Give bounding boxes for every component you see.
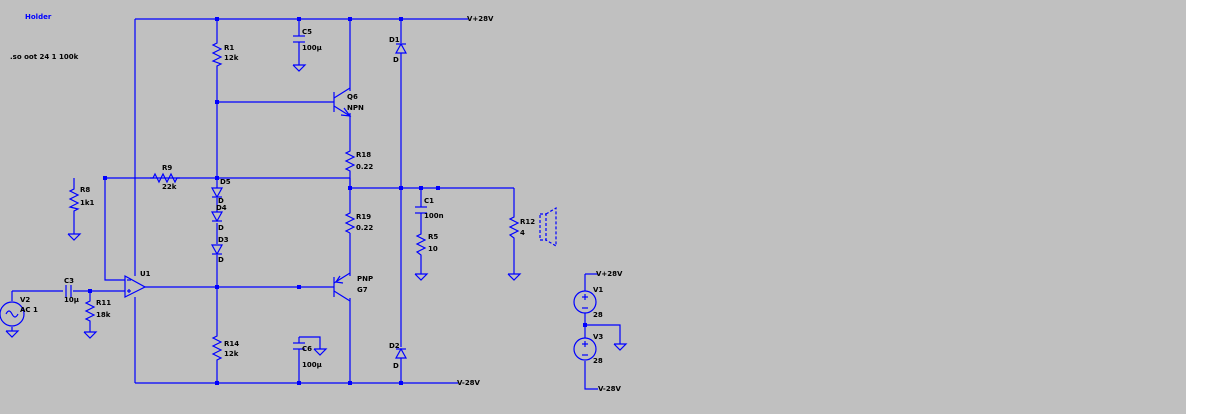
transistor-g7-pnp[interactable]: PNP G7 [333, 272, 373, 302]
v1-ref: V1 [593, 286, 603, 294]
r8-value: 1k1 [80, 199, 95, 207]
r18-value: 0.22 [356, 163, 373, 171]
r14-ref: R14 [224, 340, 239, 348]
r12-value: 4 [520, 229, 525, 237]
net-label-v-pos-source: V+28V [596, 270, 623, 278]
r14-value: 12k [224, 350, 239, 358]
r19-value: 0.22 [356, 224, 373, 232]
resistor-r19[interactable]: R19 0.22 [344, 210, 373, 234]
r18-ref: R18 [356, 151, 371, 159]
ground-icon [67, 233, 82, 241]
g7-ref: G7 [357, 286, 368, 294]
junctions [88, 17, 587, 385]
d5-value: D [218, 197, 224, 205]
ground-icon [313, 348, 328, 356]
voltage-source-v3[interactable]: V3 28 [573, 333, 603, 365]
net-label-v-neg-bottom: V-28V [457, 379, 481, 387]
c6-ref: C6 [302, 345, 312, 353]
r9-value: 22k [162, 183, 177, 191]
schematic-title: Holder [25, 13, 52, 21]
r5-ref: R5 [428, 233, 438, 241]
capacitor-c3[interactable]: C3 10µ [64, 277, 79, 304]
ground-symbols [5, 64, 628, 356]
voltage-source-v2[interactable]: V2 AC 1 [0, 296, 38, 327]
net-label-v-pos-top: V+28V [467, 15, 494, 23]
c3-value: 10µ [64, 296, 79, 304]
d3-ref: D3 [218, 236, 229, 244]
d1-ref: D1 [389, 36, 400, 44]
r8-ref: R8 [80, 186, 90, 194]
c1-value: 100n [424, 212, 444, 220]
resistor-r11[interactable]: R11 18k [84, 298, 111, 322]
d4-value: D [218, 224, 224, 232]
d1-value: D [393, 56, 399, 64]
diode-d1[interactable]: D1 D [389, 36, 408, 64]
v2-value: AC 1 [20, 306, 38, 314]
resistor-r12[interactable]: R12 4 [508, 214, 535, 240]
resistor-r1[interactable]: R1 12k [211, 40, 239, 68]
ground-icon [613, 343, 628, 351]
white-right-edge [1186, 0, 1222, 414]
c5-value: 100µ [302, 44, 322, 52]
ground-icon [83, 331, 98, 339]
resistor-r14[interactable]: R14 12k [211, 333, 239, 362]
opamp-u1[interactable]: U1 [124, 270, 151, 298]
d3-value: D [218, 256, 224, 264]
ground-icon [5, 330, 20, 338]
r5-value: 10 [428, 245, 438, 253]
resistor-r9[interactable]: R9 22k [150, 164, 180, 191]
resistor-r5[interactable]: R5 10 [415, 231, 438, 257]
g7-value: PNP [357, 275, 373, 283]
r1-value: 12k [224, 54, 239, 62]
speaker-symbol [539, 206, 557, 248]
r12-ref: R12 [520, 218, 535, 226]
capacitor-c5[interactable]: C5 100µ [293, 28, 322, 52]
voltage-source-v1[interactable]: V1 28 [573, 286, 603, 319]
transistor-q6-npn[interactable]: Q6 NPN [333, 87, 364, 117]
ground-icon [292, 64, 307, 72]
diode-d2[interactable]: D2 D [389, 342, 408, 370]
c6-value: 100µ [302, 361, 322, 369]
capacitor-c1[interactable]: C1 100n [415, 197, 444, 220]
d5-ref: D5 [220, 178, 231, 186]
q6-value: NPN [347, 104, 364, 112]
c3-ref: C3 [64, 277, 74, 285]
r11-value: 18k [96, 311, 111, 319]
q6-ref: Q6 [347, 93, 358, 101]
u1-ref: U1 [140, 270, 151, 278]
diode-d5[interactable]: D5 [210, 178, 231, 199]
ground-icon [414, 273, 429, 281]
resistor-r8[interactable]: R8 1k1 [68, 186, 95, 212]
net-label-v-neg-source: V-28V [598, 385, 622, 393]
wires [11, 18, 621, 390]
d2-value: D [393, 362, 399, 370]
capacitor-c6[interactable]: C6 100µ [293, 342, 322, 369]
diode-d3[interactable]: D3 D [210, 236, 229, 264]
v3-value: 28 [593, 357, 603, 365]
spice-directive: .so oot 24 1 100k [10, 53, 79, 61]
r1-ref: R1 [224, 44, 234, 52]
r19-ref: R19 [356, 213, 371, 221]
diode-d4[interactable]: D4 D [210, 204, 227, 232]
r9-ref: R9 [162, 164, 172, 172]
d2-ref: D2 [389, 342, 400, 350]
ground-icon [507, 273, 522, 281]
c5-ref: C5 [302, 28, 312, 36]
v1-value: 28 [593, 311, 603, 319]
resistor-r18[interactable]: R18 0.22 [344, 148, 373, 172]
d4-ref: D4 [216, 204, 227, 212]
v3-ref: V3 [593, 333, 603, 341]
r11-ref: R11 [96, 299, 111, 307]
c1-ref: C1 [424, 197, 434, 205]
v2-ref: V2 [20, 296, 30, 304]
